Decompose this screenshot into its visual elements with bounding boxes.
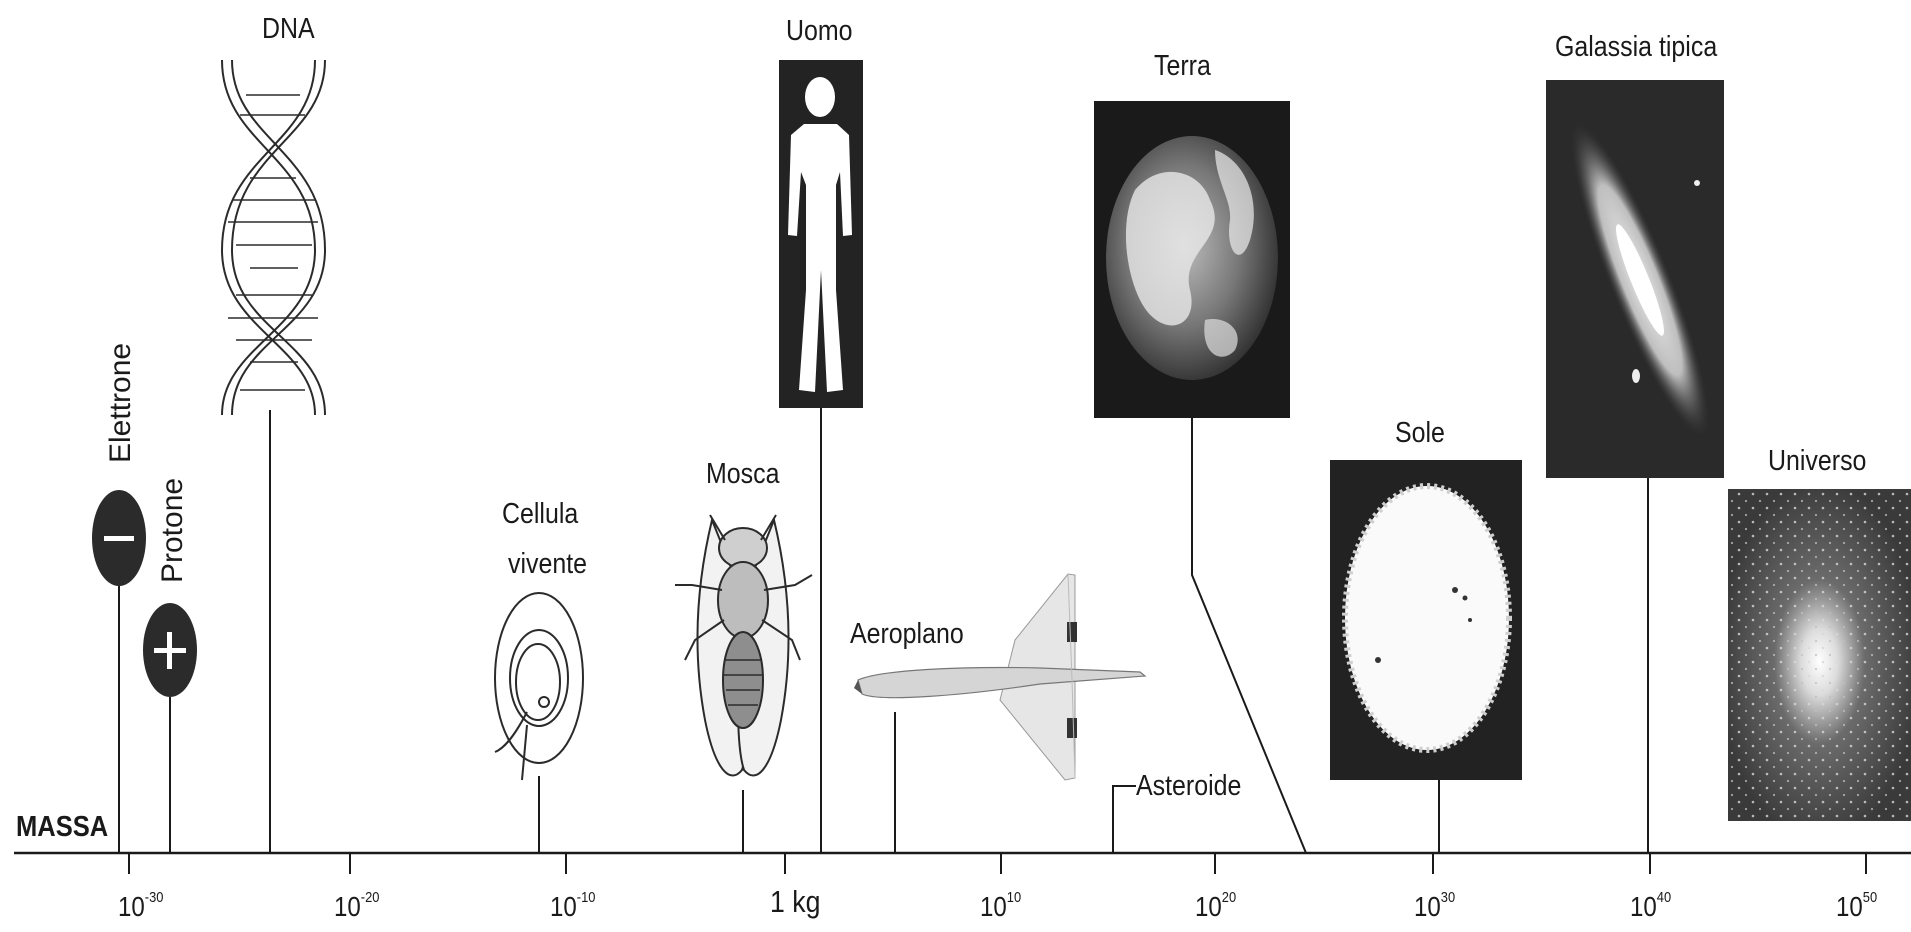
universe-icon (1728, 489, 1911, 821)
tick-label: 10-30 (118, 893, 163, 921)
man-icon (779, 60, 863, 408)
tick-label: 10-10 (550, 893, 595, 921)
axis-ticks (129, 853, 1866, 874)
electron-label: Elettrone (104, 343, 138, 463)
tick-label: 1040 (1630, 893, 1671, 921)
cell-label-line1: Cellula (502, 500, 578, 529)
tick-label: 1030 (1414, 893, 1455, 921)
fly-label: Mosca (706, 460, 779, 489)
electron-icon (92, 490, 146, 586)
fly-icon (675, 515, 812, 776)
airplane-icon (854, 574, 1145, 780)
galaxy-label: Galassia tipica (1555, 33, 1717, 62)
man-label: Uomo (786, 17, 853, 46)
universe-label: Universo (1768, 447, 1866, 476)
sun-icon (1330, 460, 1522, 780)
tick-label: 10-20 (334, 893, 379, 921)
cell-label-line2: vivente (508, 550, 587, 579)
earth-icon (1094, 101, 1290, 418)
sun-label: Sole (1395, 419, 1445, 448)
airplane-label: Aeroplano (850, 620, 964, 649)
tick-label: 1020 (1195, 893, 1236, 921)
tick-label: 1050 (1836, 893, 1877, 921)
dna-label: DNA (262, 15, 315, 44)
living-cell-icon (495, 593, 583, 780)
dna-helix-icon (222, 60, 325, 415)
asteroid-label: Asteroide (1136, 772, 1241, 801)
tick-label: 1010 (980, 893, 1021, 921)
proton-label: Protone (156, 478, 190, 583)
proton-icon (143, 603, 197, 697)
galaxy-icon (1546, 80, 1731, 478)
tick-label: 1 kg (770, 886, 820, 917)
axis-title: MASSA (16, 811, 108, 844)
earth-label: Terra (1154, 52, 1211, 81)
